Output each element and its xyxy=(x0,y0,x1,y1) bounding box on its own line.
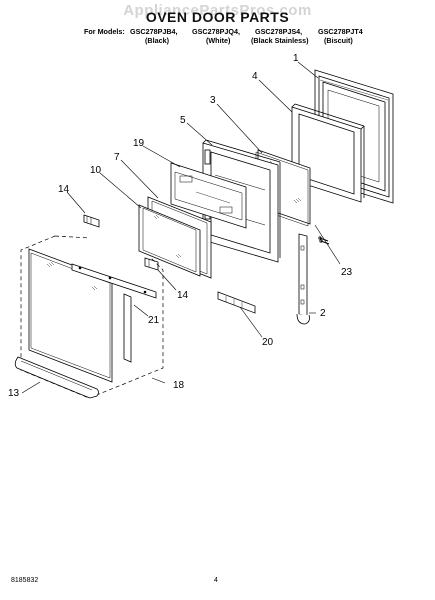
door-hinge xyxy=(296,233,310,325)
door-front-panel xyxy=(28,248,113,383)
callout-13: 13 xyxy=(8,388,20,399)
vent-strip xyxy=(217,291,256,314)
callout-14-lower: 14 xyxy=(177,290,189,301)
model-finish: (White) xyxy=(206,36,231,45)
callout-23: 23 xyxy=(341,267,353,278)
callout-2: 2 xyxy=(320,308,326,319)
callout-20: 20 xyxy=(262,337,274,348)
model-number: GSC278PJS4, xyxy=(255,27,303,36)
callout-4: 4 xyxy=(252,71,258,82)
page-number: 4 xyxy=(214,577,218,584)
door-trim-strip xyxy=(71,263,157,299)
document-number: 8185832 xyxy=(11,577,39,584)
model-number: GSC278PJQ4, xyxy=(192,27,240,36)
callout-14-upper: 14 xyxy=(58,184,70,195)
glass-clip-upper xyxy=(83,214,100,228)
glass-clip-lower xyxy=(144,257,159,271)
watermark: AppliancePartsPros.com xyxy=(123,2,312,19)
door-side-strip xyxy=(123,293,132,363)
page-title: OVEN DOOR PARTS xyxy=(145,9,290,25)
leader-lines xyxy=(21,61,341,394)
door-assembly-outline xyxy=(20,235,164,399)
callout-7: 7 xyxy=(114,152,120,163)
door-shield xyxy=(170,162,247,229)
callout-21: 21 xyxy=(148,315,160,326)
model-number: GSC278PJT4 xyxy=(318,27,363,36)
callout-3: 3 xyxy=(210,95,216,106)
model-finish: (Black Stainless) xyxy=(251,36,309,45)
models-prefix: For Models: xyxy=(84,27,125,36)
model-finish: (Biscuit) xyxy=(324,36,353,45)
callout-19: 19 xyxy=(133,138,145,149)
callout-18: 18 xyxy=(173,380,185,391)
door-handle xyxy=(14,356,99,399)
callout-1: 1 xyxy=(293,53,299,64)
callout-5: 5 xyxy=(180,115,186,126)
model-number: GSC278PJB4, xyxy=(130,27,178,36)
model-finish: (Black) xyxy=(145,36,169,45)
screws xyxy=(318,236,330,245)
outer-glass xyxy=(138,204,201,277)
callout-10: 10 xyxy=(90,165,102,176)
